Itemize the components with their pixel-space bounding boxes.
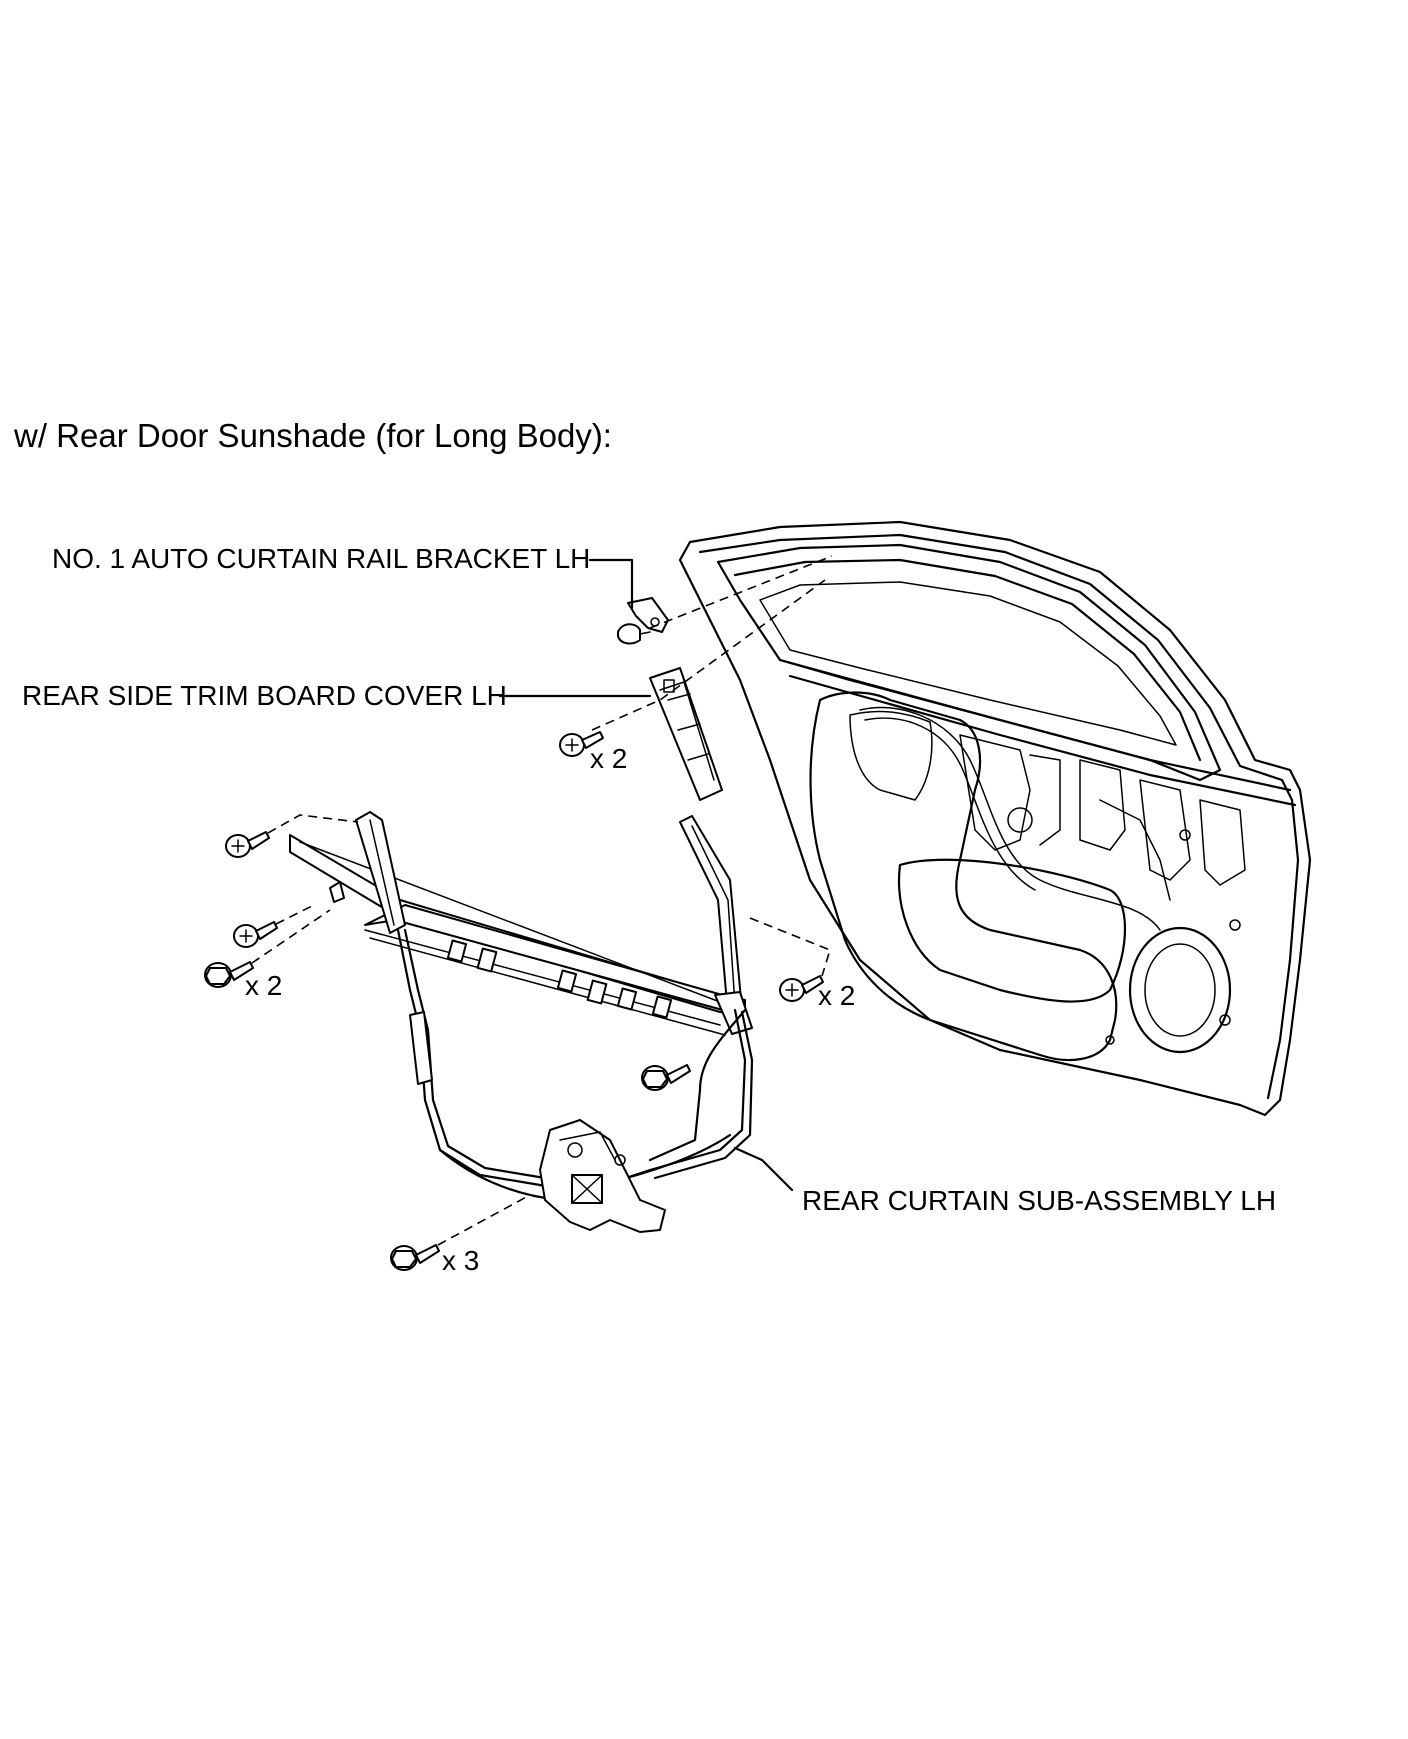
screw-icon <box>779 975 824 1002</box>
curtain-motor <box>539 1119 666 1233</box>
qty-left-bolts: x 2 <box>245 970 282 1001</box>
dashed-guide-top-screw <box>267 814 359 834</box>
dashed-guide-bottom-bolt <box>437 1194 531 1246</box>
label-rail-bracket: NO. 1 AUTO CURTAIN RAIL BRACKET LH <box>52 543 590 574</box>
trim-cover-screw-icon <box>559 731 604 757</box>
bracket-clip <box>617 623 651 645</box>
label-trim-board-cover: REAR SIDE TRIM BOARD COVER LH <box>22 680 507 711</box>
qty-trim-cover-screws: x 2 <box>590 743 627 774</box>
dashed-guide-bracket <box>649 555 833 629</box>
qty-bottom-bolts: x 3 <box>442 1245 479 1276</box>
leader-rail-bracket <box>588 558 634 610</box>
diagram-heading: w/ Rear Door Sunshade (for Long Body): <box>13 417 612 454</box>
label-curtain-sub-assembly: REAR CURTAIN SUB-ASSEMBLY LH <box>802 1185 1276 1216</box>
dashed-guide-trim-cover <box>591 579 826 731</box>
curtain-rail-assembly <box>289 811 753 1036</box>
bolt-icon <box>204 961 254 988</box>
dashed-guide-left-bolt <box>251 909 331 964</box>
dashed-guide-mid-screw <box>275 905 313 925</box>
dashed-guide-right-screw <box>749 917 831 977</box>
screw-icon <box>225 831 270 858</box>
rear-door-panel <box>678 520 1312 1117</box>
screw-icon <box>233 921 278 948</box>
bolt-icon <box>641 1064 691 1091</box>
bolt-icon <box>390 1244 440 1271</box>
qty-right-screws: x 2 <box>818 980 855 1011</box>
leader-curtain-sub-assembly <box>733 1146 794 1192</box>
rail-bracket-part <box>627 597 669 633</box>
trim-board-cover-part <box>649 667 723 801</box>
